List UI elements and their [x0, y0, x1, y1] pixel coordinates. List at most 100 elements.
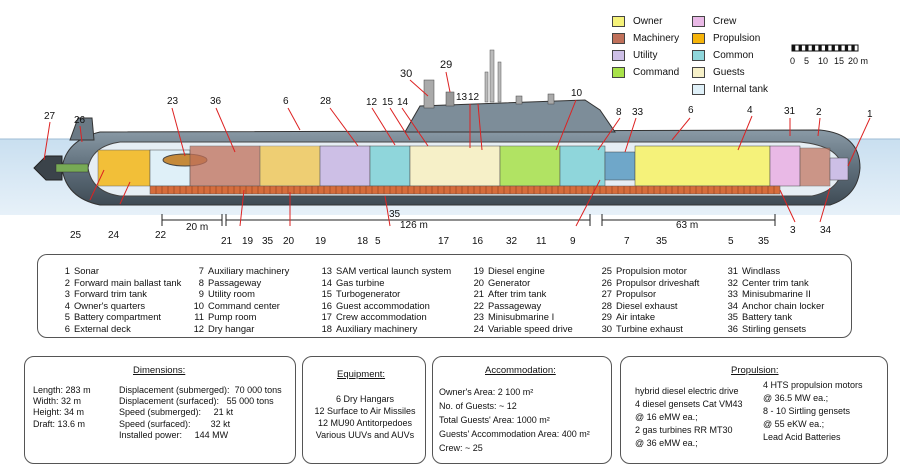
legend-label: Utility	[633, 50, 658, 61]
callout-29: 29	[440, 59, 453, 71]
dimensions-basic: Length: 283 m Width: 32 m Height: 34 m D…	[33, 385, 119, 430]
legend-item: Machinery	[612, 33, 679, 44]
callout-27: 27	[44, 111, 56, 122]
key-number: 25	[601, 265, 612, 276]
dim-value: 34 m	[64, 407, 85, 418]
legend-label: Crew	[713, 16, 737, 27]
callout-33: 33	[632, 107, 644, 118]
legend-swatch	[612, 16, 625, 27]
submarine-diagram	[0, 49, 900, 227]
key-label: Owner's quarters	[74, 299, 146, 311]
callout-5b: 5	[728, 236, 734, 247]
callout-6b: 6	[688, 105, 694, 116]
callout-26: 26	[74, 115, 86, 126]
legend-item: Command	[612, 67, 679, 78]
callout-16: 16	[472, 236, 484, 247]
propulsion-box: Propulsion: hybrid diesel electric drive…	[620, 356, 888, 464]
key-number: 10	[193, 299, 204, 311]
callout-35: 35	[389, 209, 401, 220]
key-label: Battery tank	[742, 311, 793, 323]
callout-1: 1	[867, 109, 873, 120]
dim-key: Length:	[33, 385, 64, 395]
propulsion-item: 8 - 10 Sirtling gensets	[763, 406, 851, 416]
key-number: 13	[321, 265, 332, 276]
key-number: 20	[473, 276, 484, 288]
callout-30: 30	[400, 68, 413, 80]
callout-2: 2	[816, 107, 822, 118]
key-number: 27	[601, 288, 612, 300]
propulsion-item: 2 gas turbines RR MT30	[635, 425, 733, 435]
dim-value: 55 000 tons	[226, 396, 274, 407]
sonar	[829, 157, 849, 181]
callout-8: 8	[616, 107, 622, 118]
callout-24: 24	[108, 230, 120, 241]
mast	[547, 93, 555, 105]
key-entry: 9 Utility room	[190, 288, 289, 300]
legend-swatch	[692, 84, 705, 95]
legend-item: Common	[692, 50, 754, 61]
callout-13: 13	[456, 92, 468, 103]
callout-20: 20	[283, 236, 295, 247]
legend-swatch	[692, 67, 705, 78]
key-label: Command center	[208, 299, 280, 311]
legend-label: Common	[713, 50, 754, 61]
callout-23: 23	[167, 96, 179, 107]
compartment-forward-ballast	[799, 147, 831, 187]
callout-36: 36	[210, 96, 222, 107]
battery-strip	[149, 185, 781, 195]
propulsion-item: @ 36.5 MW ea.;	[763, 393, 829, 403]
callout-18: 18	[357, 236, 369, 247]
key-label: Air intake	[616, 311, 656, 323]
minisubmarine-2	[604, 151, 636, 181]
key-label: Utility room	[208, 288, 255, 300]
legend-swatch	[692, 50, 705, 61]
compartment-propulsion-motor	[97, 149, 151, 187]
key-number: 34	[727, 299, 738, 311]
key-number: 22	[473, 299, 484, 311]
compartment-command	[499, 145, 561, 187]
callout-17: 17	[438, 236, 450, 247]
callout-35b: 35	[262, 236, 274, 247]
propulsion-item: @ 55 eKW ea.;	[763, 419, 825, 429]
dim-key: Speed (submerged):	[119, 407, 202, 418]
key-number: 11	[194, 311, 204, 323]
callout-5: 5	[375, 236, 381, 247]
dimensions-performance: Displacement (submerged): 70 000 tons Di…	[119, 385, 282, 441]
key-label: Minisubmarine II	[742, 288, 811, 300]
key-number: 18	[321, 322, 332, 334]
key-number: 9	[198, 288, 204, 300]
equipment-item: 12 Surface to Air Missiles	[314, 406, 416, 416]
legend-label: Propulsion	[713, 33, 761, 44]
callout-12: 12	[366, 97, 378, 108]
legend-item: Internal tank	[692, 84, 768, 95]
compartment-owner	[634, 145, 771, 187]
key-label: Generator	[488, 276, 531, 288]
key-number: 4	[64, 299, 70, 311]
dim-value: 283 m	[65, 385, 91, 395]
dim-value: 144 MW	[194, 429, 229, 440]
key-number: 31	[727, 265, 738, 276]
accommodation-list: Owner's Area: 2 100 m² No. of Guests: ~ …	[439, 385, 590, 455]
callout-31: 31	[784, 106, 796, 117]
callout-6: 6	[283, 96, 289, 107]
key-entry: 20 Generator	[470, 277, 573, 289]
mast	[497, 61, 502, 103]
key-number: 12	[193, 322, 204, 334]
legend: Owner Machinery Utility Command Crew Pro…	[612, 10, 792, 100]
key-label: After trim tank	[488, 288, 547, 300]
equipment-item: 6 Dry Hangars	[335, 394, 395, 404]
dim-key: Width:	[33, 396, 59, 407]
